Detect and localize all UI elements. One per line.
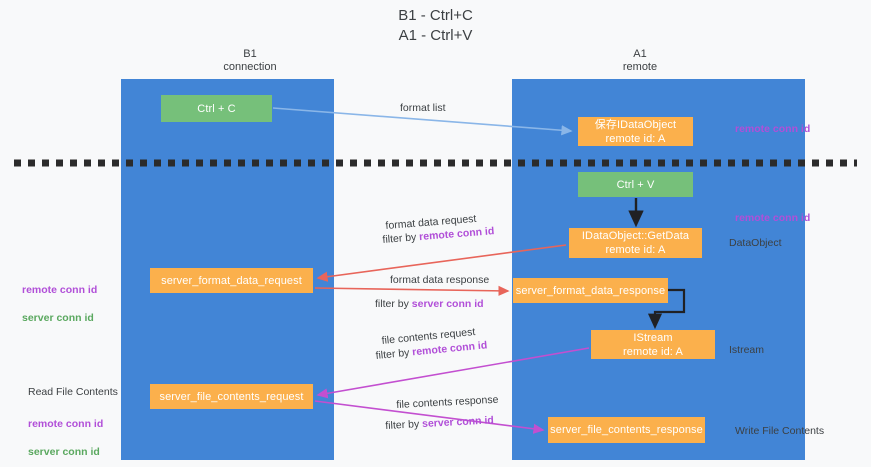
annotation-left-server-conn-id-1: server conn id — [22, 312, 94, 324]
filter-value: server conn id — [411, 298, 484, 310]
edge-label-format-data-response: format data response — [390, 274, 490, 286]
annotation-remote-conn-id-mid: remote conn id — [735, 212, 811, 224]
filter-value: server conn id — [421, 414, 495, 431]
annotation-remote-conn-id-top: remote conn id — [735, 123, 811, 135]
annotation-left-remote-conn-id-1: remote conn id — [22, 284, 98, 296]
diagram-title: B1 - Ctrl+C A1 - Ctrl+V — [398, 7, 473, 44]
filter-prefix: filter by — [385, 418, 423, 432]
box-idataobject-getdata[interactable]: IDataObject::GetData remote id: A — [569, 228, 702, 258]
annotation-left-conn-ids-bottom: remote conn id server conn id — [28, 403, 103, 459]
box-istream[interactable]: IStream remote id: A — [591, 330, 715, 359]
annotation-read-file-contents: Read File Contents — [28, 386, 118, 398]
annotation-left-remote-conn-id-2: remote conn id — [28, 418, 104, 430]
filter-prefix: filter by — [375, 346, 413, 362]
column-header-b1: B1 connection — [223, 48, 277, 73]
filter-prefix: filter by — [382, 231, 420, 246]
box-server-file-contents-response[interactable]: server_file_contents_response — [548, 417, 705, 443]
box-server-format-data-response[interactable]: server_format_data_response — [513, 278, 668, 303]
annotation-left-server-conn-id-2: server conn id — [28, 446, 100, 458]
box-ctrl-v[interactable]: Ctrl + V — [578, 172, 693, 197]
annotation-write-file-contents: Write File Contents — [735, 425, 825, 437]
annotation-left-conn-ids-top: remote conn id server conn id — [22, 269, 97, 325]
edge-label-file-contents-response: file contents response — [396, 393, 499, 411]
annotation-istream: Istream — [729, 344, 765, 356]
edge-label-format-data-response-filter: filter by server conn id — [375, 297, 484, 312]
edge-format-data-response — [314, 285, 510, 296]
box-ctrl-c[interactable]: Ctrl + C — [161, 95, 272, 122]
box-idataobject[interactable]: 保存IDataObject remote id: A — [578, 117, 693, 146]
box-server-file-contents-request[interactable]: server_file_contents_request — [150, 384, 313, 409]
box-server-format-data-request[interactable]: server_format_data_request — [150, 268, 313, 293]
column-header-a1: A1 remote — [622, 48, 658, 73]
filter-prefix: filter by — [375, 298, 412, 310]
annotation-dataobject: DataObject — [729, 237, 782, 249]
edge-label-format-list: format list — [400, 102, 446, 114]
edge-label-file-contents-response-filter: filter by server conn id — [385, 413, 494, 434]
